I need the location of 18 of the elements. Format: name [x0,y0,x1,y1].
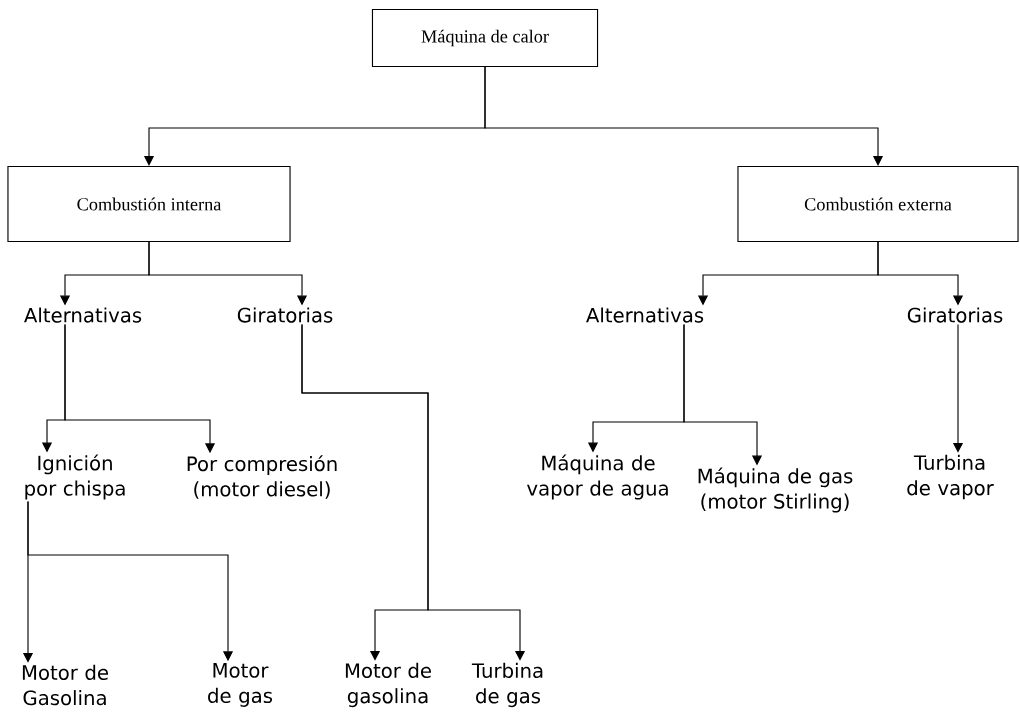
category-label: Giratorias [907,307,1003,323]
arrow [301,324,526,661]
category-label: Motor de gasolina [345,662,431,708]
process-box: Máquina de calor [371,8,599,68]
category-label: Motor de gas [208,663,273,707]
category-label: Alternativas [24,307,142,323]
arrow [484,66,884,166]
category-label: Turbina de vapor [907,454,994,500]
category-label: Motor de Gasolina [22,664,108,706]
category-label: Por compresión (motor diesel) [187,455,337,499]
category-label: Turbina de gas [471,662,543,708]
category-label: Giratorias [237,307,333,323]
process-box: Combustión externa [737,165,1019,243]
category-label: Máquina de gas (motor Stirling) [698,467,853,513]
process-box: Combustión interna [7,165,291,243]
category-label: Ignición por chispa [25,454,125,500]
category-label: Alternativas [586,307,704,323]
category-label: Máquina de vapor de agua [527,454,668,500]
